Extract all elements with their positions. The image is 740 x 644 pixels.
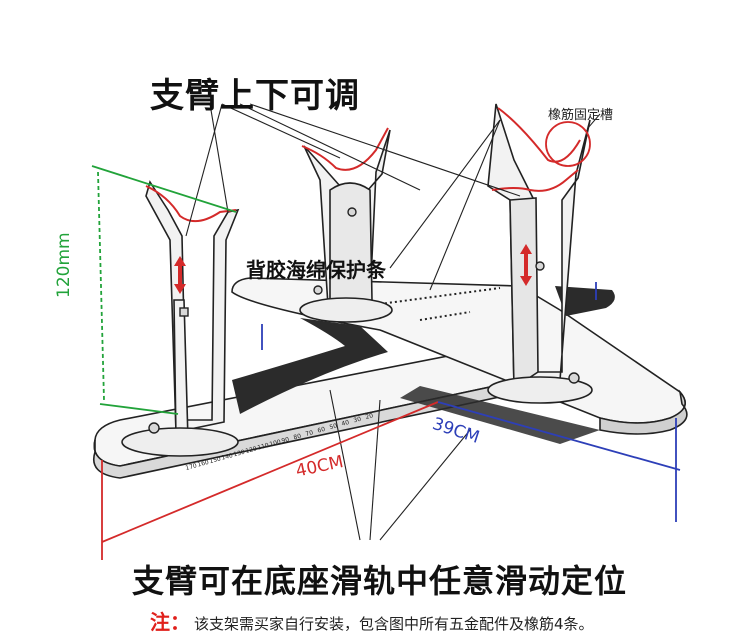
ruler-tick-label: 60 xyxy=(317,426,326,435)
footnote: 注：该支架需买家自行安装，包含图中所有五金配件及橡筋4条。 xyxy=(150,606,594,635)
ruler-tick-label: 110 xyxy=(257,442,270,452)
adjust-arrow-right xyxy=(520,244,532,286)
support-arm-left-post xyxy=(173,299,189,441)
stand-foot-middle xyxy=(299,297,393,323)
support-arm-left xyxy=(145,180,240,433)
callout-lines xyxy=(185,103,521,541)
sponge-pad-middle xyxy=(301,127,389,171)
stand-foot-right xyxy=(487,376,593,404)
label-rubber-band-groove: 橡筋固定槽 xyxy=(548,108,614,123)
ruler-tick-label: 120 xyxy=(245,445,258,455)
support-arms xyxy=(145,103,591,441)
ruler-tick-label: 30 xyxy=(353,416,362,425)
ruler-tick-label: 50 xyxy=(329,422,338,431)
bolts xyxy=(148,207,580,434)
ruler-tick-label: 130 xyxy=(233,449,246,459)
rail-shadow-left xyxy=(232,318,388,414)
dim-height-lines xyxy=(91,165,237,415)
rail-shadow-bottom xyxy=(400,386,600,444)
adjust-arrows xyxy=(174,244,532,294)
adjust-arrow-left xyxy=(174,256,186,294)
ruler-tick-label: 150 xyxy=(209,456,222,466)
stand-feet xyxy=(121,297,593,457)
rail-shadows xyxy=(232,286,615,444)
rail-slot-dots xyxy=(379,287,501,321)
ruler-tick-label: 80 xyxy=(293,433,302,442)
footnote-text: 该支架需买家自行安装，包含图中所有五金配件及橡筋4条。 xyxy=(194,615,594,633)
ruler-tick-label: 160 xyxy=(197,459,210,469)
ruler-tick-label: 170 xyxy=(185,462,198,472)
ruler-tick-label: 140 xyxy=(221,452,234,462)
groove-highlight-circle xyxy=(545,121,591,167)
support-arm-right-panel xyxy=(509,197,539,390)
rail-shadow-right xyxy=(555,286,615,316)
footnote-mark: 注： xyxy=(150,610,190,634)
sponge-pad-left xyxy=(145,185,237,223)
dim-length-lines xyxy=(101,401,439,560)
stand-foot-left xyxy=(121,427,239,457)
sponge-pad-right-a xyxy=(491,169,579,192)
sponge-pad-right-b xyxy=(497,107,581,163)
groove-pointer xyxy=(587,113,601,129)
ruler-tick-label: 100 xyxy=(269,439,282,449)
ruler-tick-label: 20 xyxy=(365,412,374,421)
dim-width-lines xyxy=(261,282,681,522)
ruler-tick-label: 40 xyxy=(341,419,350,428)
ruler-tick-label: 70 xyxy=(305,429,314,438)
base-cross-arm-edge xyxy=(599,389,688,435)
label-sponge-strip: 背胶海绵保护条 xyxy=(246,258,386,282)
title-slide-rail: 支臂可在底座滑轨中任意滑动定位 xyxy=(132,562,628,600)
dimension-height: 120mm xyxy=(54,232,74,298)
support-arm-middle-bracket xyxy=(329,182,373,307)
title-arm-adjustable: 支臂上下可调 xyxy=(150,76,360,116)
sponge-pads xyxy=(145,107,581,223)
ruler-tick-label: 90 xyxy=(281,436,290,445)
